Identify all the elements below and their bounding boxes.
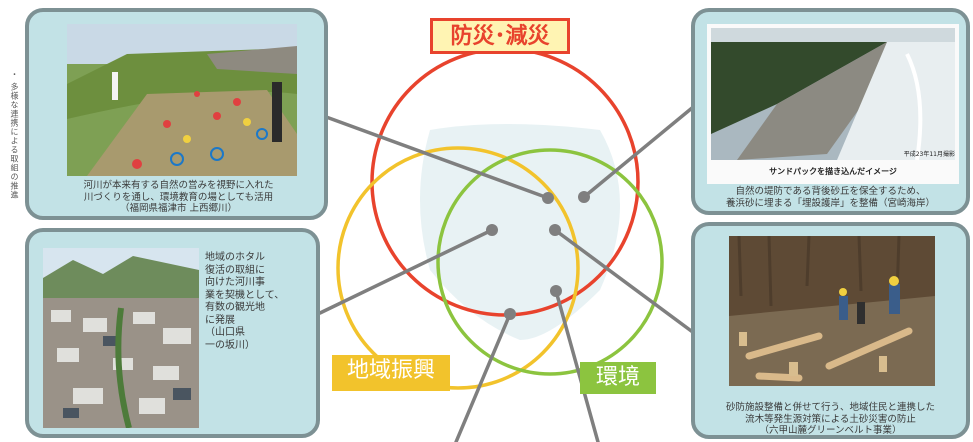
- connector-top-left: [316, 112, 550, 200]
- card-top-left-caption: 河川が本来有する自然の営みを視野に入れた 川づくりを通し、環境教育の場としても活…: [83, 180, 274, 214]
- card-top-left: 河川が本来有する自然の営みを視野に入れた 川づくりを通し、環境教育の場としても活…: [25, 8, 328, 220]
- connector-lines: [316, 106, 696, 442]
- card-mid-left-caption: 地域のホタル 復活の取組に 向けた河川事 業を契機として、 有数の観光地 に発展…: [205, 252, 285, 351]
- forest-workers-photo: [729, 236, 935, 386]
- side-note: ・ 多様な連携による取組の推進: [10, 70, 19, 200]
- river-children-photo: [67, 24, 297, 176]
- connector-mid-left: [318, 228, 494, 315]
- svg-text:平成23年11月撮影: 平成23年11月撮影: [904, 150, 955, 158]
- region-circle: [336, 146, 580, 390]
- connector-bottom-a: [454, 312, 512, 442]
- environment-circle: [436, 148, 664, 376]
- connector-dots: [486, 191, 590, 320]
- card-mid-left: 地域のホタル 復活の取組に 向けた河川事 業を契機として、 有数の観光地 に発展…: [25, 228, 320, 438]
- card-top-right-caption: 自然の堤防である背後砂丘を保全するため、 養浜砂に埋まる「埋設護岸」を整備（宮崎…: [725, 186, 935, 209]
- svg-text:サンドパックを描き込んだイメージ: サンドパックを描き込んだイメージ: [769, 166, 897, 176]
- connector-bottom-b: [554, 289, 600, 442]
- region-label: 地域振興: [332, 355, 450, 391]
- card-bottom-right: 砂防施設整備と併せて行う、地域住民と連携した 流木等発生源対策による土砂災害の防…: [691, 222, 970, 439]
- environment-label: 環境: [580, 362, 656, 394]
- town-aerial-photo: [43, 248, 199, 428]
- card-top-right: 平成23年11月撮影 サンドパックを描き込んだイメージ 自然の堤防である背後砂丘…: [691, 8, 970, 215]
- connector-top-right: [582, 106, 694, 199]
- venn-background: [420, 124, 620, 340]
- disaster-label: 防災･減災: [430, 18, 570, 54]
- coast-sandpack-photo: 平成23年11月撮影 サンドパックを描き込んだイメージ: [707, 24, 959, 184]
- card-bottom-right-caption: 砂防施設整備と併せて行う、地域住民と連携した 流木等発生源対策による土砂災害の防…: [725, 402, 935, 436]
- connector-bottom-right: [553, 228, 696, 335]
